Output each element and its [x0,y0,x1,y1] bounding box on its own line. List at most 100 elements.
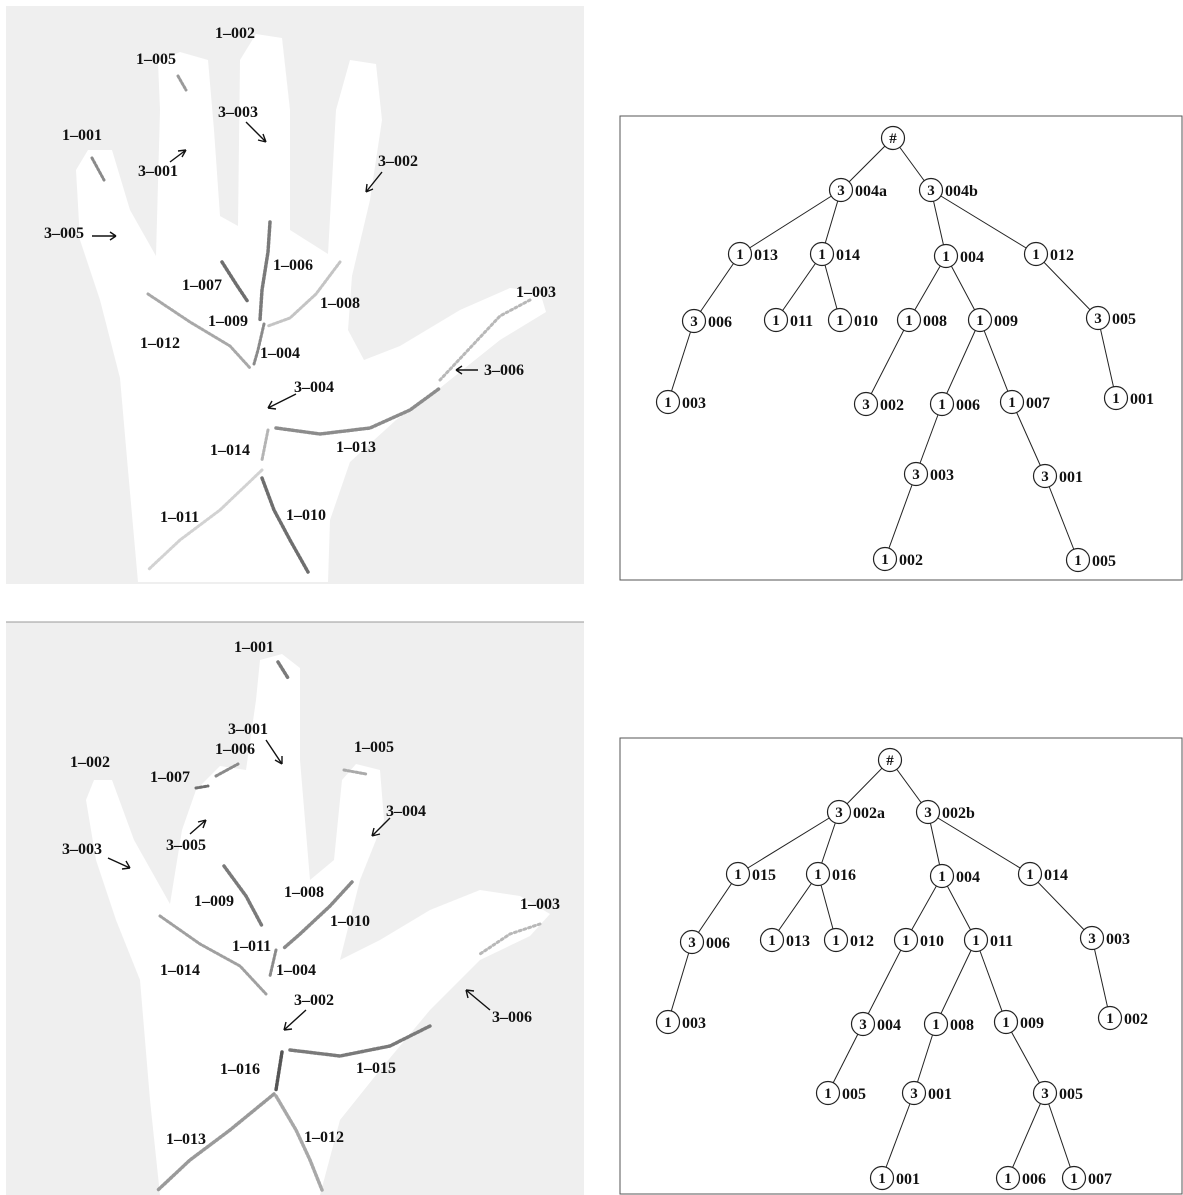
tree-node-circle [1097,1005,1123,1031]
hand-label-1-015-bottom: 1–015 [356,1060,396,1077]
trace-1-010-top [260,476,310,574]
trace-1-014-top [260,428,270,462]
arrow-3-003-top [245,121,267,143]
tree-node-kind: 1 [836,313,844,329]
trace-1-016-bottom [274,1050,284,1092]
hand-label-1-001-top: 1–001 [62,127,102,144]
tree-node-label: 002 [880,397,904,414]
tree-node-circle [850,1011,876,1037]
tree-node-kind: 1 [1008,395,1016,411]
hand-silhouette-bottom [86,654,550,1195]
tree-node-kind: 1 [1002,1015,1010,1031]
hand-arrows-bottom [107,739,491,1031]
hand-panel-top: 1–0021–0053–0031–0013–0013–0023–0051–006… [6,6,584,584]
trace-1-001-bottom [276,660,290,680]
hand-label-1-008-bottom: 1–008 [284,884,324,901]
hand-label-1-004-bottom: 1–004 [276,962,316,979]
hand-traces-top [90,74,532,574]
tree-node-circle [1103,385,1129,411]
tree-node-label: 005 [1112,311,1136,328]
tree-edge-n009-n006b [941,319,981,405]
tree-edge-n009-n005b [1005,1021,1046,1094]
tree-panel-bottom-frame [619,737,1183,1195]
tree-node-label: 004a [855,183,887,200]
trace-1-003-top [438,298,532,382]
trace-1-004-bottom [268,948,278,978]
tree-edge-n002b-n014 [927,811,1031,875]
tree-node-circle [1061,1165,1087,1191]
tree-node-kind: 3 [688,935,696,951]
tree-node-kind: 1 [1074,553,1082,569]
tree-node-circle [929,863,955,889]
tree-node-circle [1079,925,1105,951]
hand-silhouette-top [76,34,546,582]
tree-node-label: 014 [836,247,860,264]
tree-node-label: 006 [708,314,732,331]
hand-label-1-012-top: 1–012 [140,335,180,352]
tree-node-kind: 1 [938,869,946,885]
tree-node-label: 005 [1092,553,1116,570]
tree-node-kind: 1 [734,867,742,883]
tree-node-circle [823,927,849,953]
tree-edge-n013-n006 [693,253,741,322]
hand-label-1-005-top: 1–005 [136,51,176,68]
tree-node-kind: 1 [878,1171,886,1187]
tree-node-kind: 1 [972,933,980,949]
hand-label-1-006-bottom: 1–006 [215,741,255,758]
hand-label-3-003-top: 3–003 [218,104,258,121]
tree-edge-n008-n002 [865,319,910,405]
tree-node-label: 002 [1124,1011,1148,1028]
tree-edge-n004-n008 [908,255,947,321]
tree-node-root: # [877,747,903,773]
tree-node-kind: 1 [768,933,776,949]
tree-edge-n014-n003 [1029,873,1093,939]
tree-node-circle [1085,305,1111,331]
tree-node-label: 001 [1059,469,1083,486]
tree-edge-n011-n009 [975,939,1007,1023]
hand-arrows-top [92,121,478,410]
tree-node-label: 003 [930,467,954,484]
tree-node-circle [853,391,879,417]
hand-label-3-001-bottom: 3–001 [228,721,268,738]
arrow-3-006-bottom [465,989,491,1011]
tree-node-circle [809,241,835,267]
tree-node-circle [999,389,1025,415]
hand-label-1-012-bottom: 1–012 [304,1129,344,1146]
tree-edge-n003-n002 [1091,937,1111,1019]
tree-node-kind: 3 [1041,469,1049,485]
tree-node-n001b: 3 001 [1032,463,1083,489]
arrow-3-002-bottom [283,1009,307,1031]
hand-label-3-001-top: 3–001 [138,163,178,180]
tree-node-circle [826,799,852,825]
tree-node-circle [869,1165,895,1191]
tree-node-circle [893,927,919,953]
tree-edge-n004a-n013 [739,189,842,255]
trace-1-007-top [220,260,250,304]
tree-node-kind: 1 [1032,247,1040,263]
hand-label-3-006-top: 3–006 [484,362,524,379]
tree-node-label: 010 [854,313,878,330]
tree-node-circle [1032,463,1058,489]
tree-node-label: 006 [706,935,730,952]
tree-edge-n001b-n005b [1044,475,1079,561]
hand-label-1-016-bottom: 1–016 [220,1061,260,1078]
tree-node-label: 008 [950,1017,974,1034]
trace-1-010-bottom [282,880,354,950]
tree-node-circle [828,177,854,203]
tree-node-label: 002 [899,552,923,569]
tree-node-kind: # [886,753,894,769]
hand-label-1-007-top: 1–007 [182,277,222,294]
tree-node-kind: 1 [664,1015,672,1031]
tree-node-kind: 3 [910,1086,918,1102]
arrow-3-006-top [455,365,478,375]
hand-label-1-009-bottom: 1–009 [194,893,234,910]
